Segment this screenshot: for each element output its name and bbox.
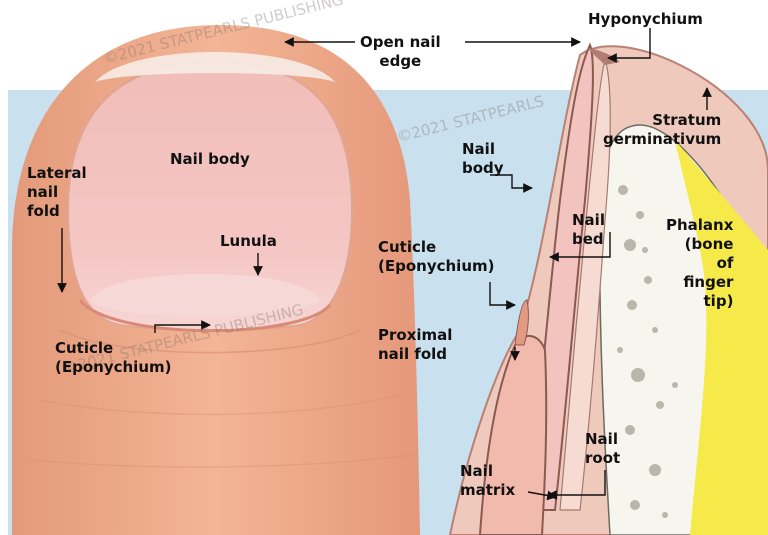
lateral-nail-fold-label: Lateral nail fold (27, 164, 87, 221)
lunula-label: Lunula (220, 232, 277, 251)
nail-body-section-label: Nail body (462, 140, 504, 178)
cuticle-label-right: Cuticle (Eponychium) (378, 238, 494, 276)
fingertip-illustration (12, 25, 420, 535)
nail-matrix-label: Nail matrix (460, 462, 515, 500)
nail-body-label: Nail body (170, 150, 250, 169)
stratum-germinativum-label: Stratum germinativum (603, 111, 721, 149)
hyponychium-label: Hyponychium (588, 10, 703, 29)
open-nail-edge-label: Open nail edge (360, 33, 441, 71)
nail-bed-label: Nail bed (572, 211, 605, 249)
proximal-nail-fold-label: Proximal nail fold (378, 326, 452, 364)
nail-root-label: Nail root (585, 430, 620, 468)
phalanx-label: Phalanx (bone of finger tip) (666, 216, 733, 311)
cuticle-label-left: Cuticle (Eponychium) (55, 339, 171, 377)
